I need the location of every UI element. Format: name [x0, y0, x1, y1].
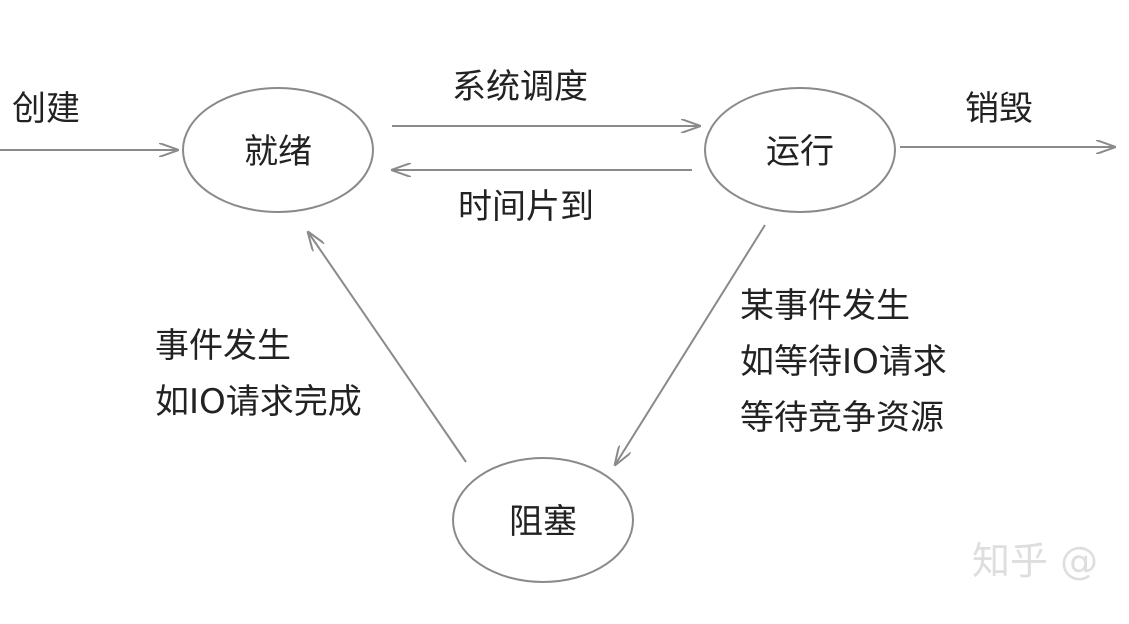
state-running-label: 运行 [766, 132, 834, 172]
wake-arrow [308, 232, 467, 463]
state-ready-label: 就绪 [244, 132, 312, 172]
block-arrow [615, 224, 766, 465]
wake-condition-label: 事件发生 如IO请求完成 [155, 318, 362, 430]
wake-condition-line: 事件发生 [155, 326, 291, 366]
schedule-label: 系统调度 [452, 67, 588, 107]
create-label: 创建 [12, 89, 80, 129]
wake-condition-line: 如IO请求完成 [155, 382, 362, 422]
block-condition-line: 如等待IO请求 [740, 342, 947, 382]
state-blocked-node [452, 457, 634, 583]
watermark: 知乎 @ [972, 539, 1099, 583]
state-running-node [704, 87, 896, 213]
block-condition-line: 等待竞争资源 [740, 398, 944, 438]
block-condition-line: 某事件发生 [740, 286, 910, 326]
state-ready-node [182, 87, 374, 213]
block-condition-label: 某事件发生 如等待IO请求 等待竞争资源 [740, 278, 947, 446]
timeslice-label: 时间片到 [458, 187, 594, 227]
state-blocked-label: 阻塞 [509, 502, 577, 542]
destroy-label: 销毁 [965, 89, 1033, 129]
